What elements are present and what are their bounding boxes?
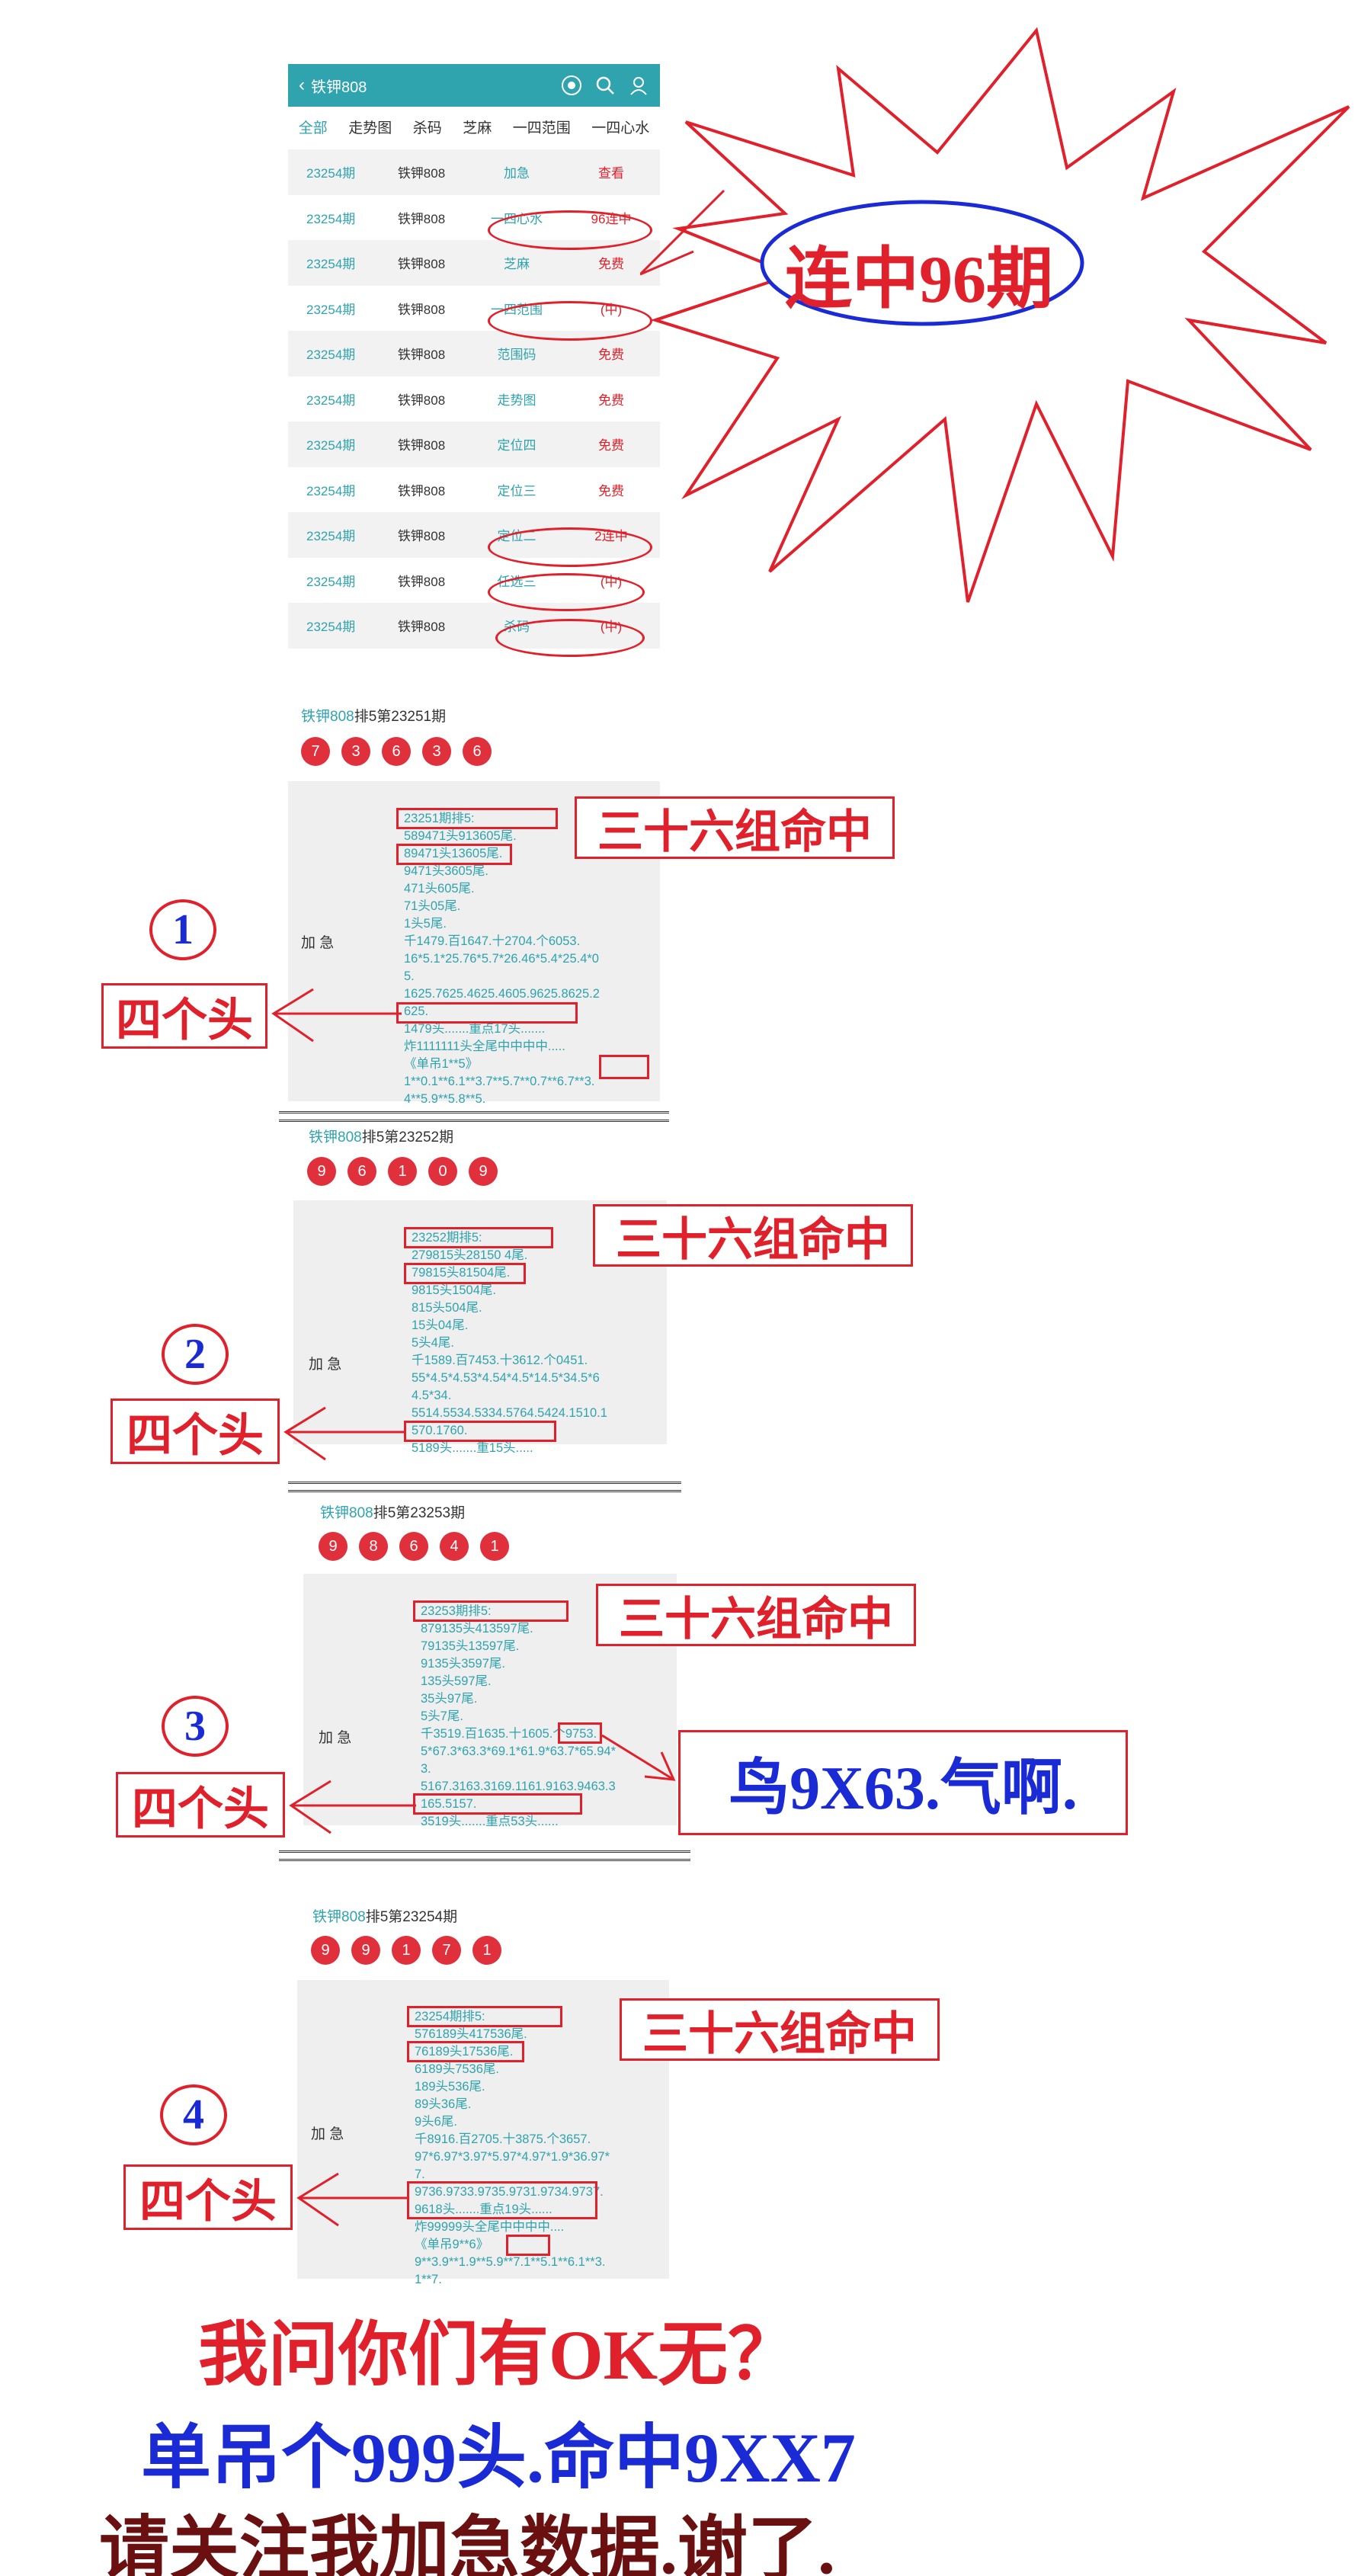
- section-title: 铁钾808排5第23251期: [301, 709, 447, 725]
- highlight-box: [407, 2041, 524, 2062]
- jiaji-label: 加 急: [311, 2126, 344, 2142]
- prediction-text: 23252期排5:279815头28150 4尾.79815头81504尾.98…: [412, 1231, 607, 1455]
- starburst-text: 连中96期: [785, 243, 1054, 317]
- bird-comment: 鸟9X63.气啊.: [678, 1730, 1128, 1835]
- prediction-text: 23253期排5:879135头413597尾.79135头13597尾.913…: [421, 1604, 616, 1828]
- heads-label: 四个头: [110, 1399, 280, 1464]
- arrow-left-icon: [296, 2172, 408, 2227]
- result-ball: 9: [319, 1532, 348, 1561]
- result-ball: 7: [432, 1936, 461, 1965]
- highlight-box: [404, 1421, 556, 1442]
- result-ball: 9: [351, 1936, 380, 1965]
- prediction-text: 23254期排5:576189头417536尾.76189头17536尾.618…: [415, 2010, 610, 2286]
- highlight-oval: [488, 527, 652, 567]
- divider: [279, 1850, 690, 1861]
- section-number: 1: [149, 899, 216, 960]
- highlight-oval: [488, 210, 652, 250]
- result-ball: 1: [392, 1936, 421, 1965]
- app-header: ‹ 铁钾808: [288, 64, 660, 107]
- result-ball: 9: [311, 1936, 340, 1965]
- highlight-box: [396, 844, 512, 865]
- result-ball: 0: [428, 1157, 457, 1186]
- highlight-oval: [495, 619, 645, 657]
- heads-label: 四个头: [123, 2164, 293, 2230]
- highlight-box: [404, 1227, 553, 1248]
- user-icon[interactable]: [628, 75, 649, 96]
- app-title: 铁钾808: [311, 78, 367, 96]
- result-ball: 6: [348, 1157, 376, 1186]
- divider: [288, 1482, 681, 1492]
- heads-label: 四个头: [116, 1772, 285, 1837]
- result-ball: 4: [440, 1532, 469, 1561]
- highlight-box: [599, 1055, 649, 1079]
- result-ball: 3: [422, 737, 451, 766]
- jiaji-label: 加 急: [301, 935, 335, 951]
- search-icon[interactable]: [594, 75, 616, 96]
- footer-claim: 单吊个999头.命中9XX7: [141, 2419, 856, 2497]
- section-number: 2: [162, 1324, 229, 1385]
- back-icon[interactable]: ‹: [299, 75, 305, 95]
- tab-kill[interactable]: 杀码: [412, 120, 442, 136]
- result-ball: 9: [307, 1157, 336, 1186]
- tab-sesame[interactable]: 芝麻: [463, 120, 492, 136]
- result-ball: 8: [359, 1532, 388, 1561]
- highlight-box: [407, 2006, 562, 2027]
- jiaji-label: 加 急: [319, 1730, 352, 1746]
- hit-label: 三十六组命中: [593, 1204, 913, 1267]
- section-number: 4: [160, 2084, 227, 2145]
- heads-label: 四个头: [101, 983, 267, 1049]
- hit-label: 三十六组命中: [596, 1584, 916, 1646]
- footer-question: 我问你们有OK无？: [198, 2316, 799, 2394]
- divider: [279, 1111, 669, 1122]
- highlight-oval: [488, 301, 652, 341]
- footer-follow: 请关注我加急数据.谢了.: [99, 2510, 836, 2576]
- highlight-box: [396, 808, 558, 829]
- highlight-box: [506, 2235, 550, 2256]
- result-ball: 6: [399, 1532, 428, 1561]
- result-ball: 1: [472, 1936, 501, 1965]
- result-ball: 9: [469, 1157, 498, 1186]
- result-ball: 6: [463, 737, 492, 766]
- highlight-box: [558, 1722, 602, 1744]
- notice-icon[interactable]: [561, 75, 582, 96]
- result-ball: 6: [382, 737, 411, 766]
- result-ball: 1: [480, 1532, 509, 1561]
- highlight-oval: [488, 573, 645, 611]
- highlight-box: [413, 1793, 582, 1815]
- tab-bar: 全部 走势图 杀码 芝麻 一四范围 一四心水: [288, 107, 660, 146]
- arrow-right-icon: [602, 1734, 676, 1781]
- tab-range[interactable]: 一四范围: [512, 120, 571, 136]
- prediction-text: 23251期排5:58947​1头913605尾.89471头13605尾.94…: [404, 812, 600, 1106]
- jiaji-label: 加 急: [309, 1357, 342, 1373]
- result-ball: 1: [388, 1157, 417, 1186]
- tab-trend[interactable]: 走势图: [348, 120, 392, 136]
- tab-all[interactable]: 全部: [298, 120, 328, 136]
- hit-label: 三十六组命中: [575, 796, 895, 859]
- section-number: 3: [162, 1696, 229, 1757]
- arrow-left-icon: [271, 988, 402, 1043]
- arrow-left-icon: [289, 1780, 416, 1834]
- prediction-panel: [297, 1980, 669, 2279]
- highlight-box: [413, 1600, 569, 1622]
- section-title: 铁钾808排5第23252期: [309, 1129, 454, 1145]
- result-ball: 3: [341, 737, 370, 766]
- highlight-box: [396, 1002, 578, 1024]
- arrow-left-icon: [283, 1406, 406, 1461]
- tab-heart[interactable]: 一四心水: [591, 120, 650, 136]
- starburst-graphic: [640, 27, 1350, 603]
- highlight-box: [404, 1263, 526, 1284]
- section-title: 铁钾808排5第23254期: [312, 1909, 458, 1925]
- section-title: 铁钾808排5第23253期: [320, 1505, 466, 1521]
- result-ball: 7: [301, 737, 330, 766]
- highlight-box: [407, 2181, 597, 2219]
- hit-label: 三十六组命中: [620, 1998, 940, 2061]
